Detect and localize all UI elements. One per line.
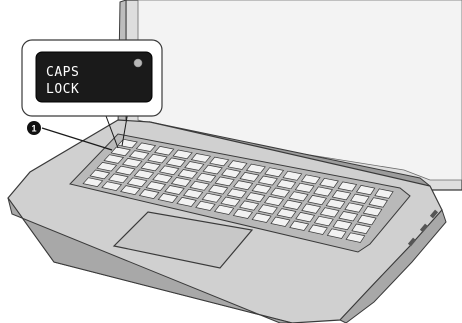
caps-lock-label-line1: CAPS: [46, 65, 79, 80]
zoom-callout: CAPS LOCK: [22, 40, 162, 116]
callout-number: 1: [31, 124, 36, 134]
callout-marker: 1: [27, 121, 41, 135]
led-indicator-icon: [134, 59, 142, 67]
caps-lock-label-line2: LOCK: [46, 82, 79, 97]
